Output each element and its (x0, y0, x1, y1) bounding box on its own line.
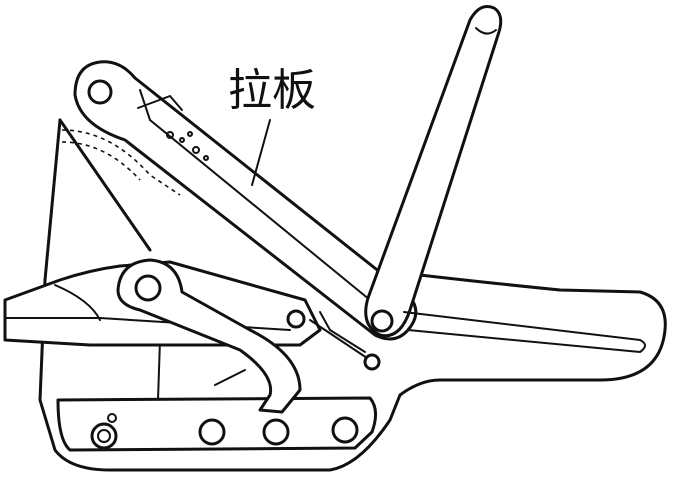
pull-plate-link-pin (363, 353, 381, 371)
lower-jaw-hole-4 (331, 416, 359, 444)
handle-lever (364, 5, 646, 354)
hook-arm (116, 258, 302, 414)
clamp-body (38, 118, 667, 472)
lower-jaw (56, 396, 377, 452)
hook-arm-pivot (134, 274, 162, 302)
annotation: 拉板 (228, 65, 316, 186)
pull-plate-top-pivot (87, 79, 113, 105)
handle-pivot (370, 309, 394, 333)
annotation-leader-line (251, 119, 271, 186)
lower-jaw-hole-1-inner (97, 429, 111, 443)
annotation-label: 拉板 (228, 65, 316, 116)
lower-jaw-bolt (107, 413, 117, 423)
lower-jaw-hole-1 (90, 422, 118, 450)
lower-jaw-hole-2 (198, 418, 226, 446)
upper-jaw-pin (286, 309, 306, 329)
lower-jaw-hole-3 (262, 418, 290, 446)
